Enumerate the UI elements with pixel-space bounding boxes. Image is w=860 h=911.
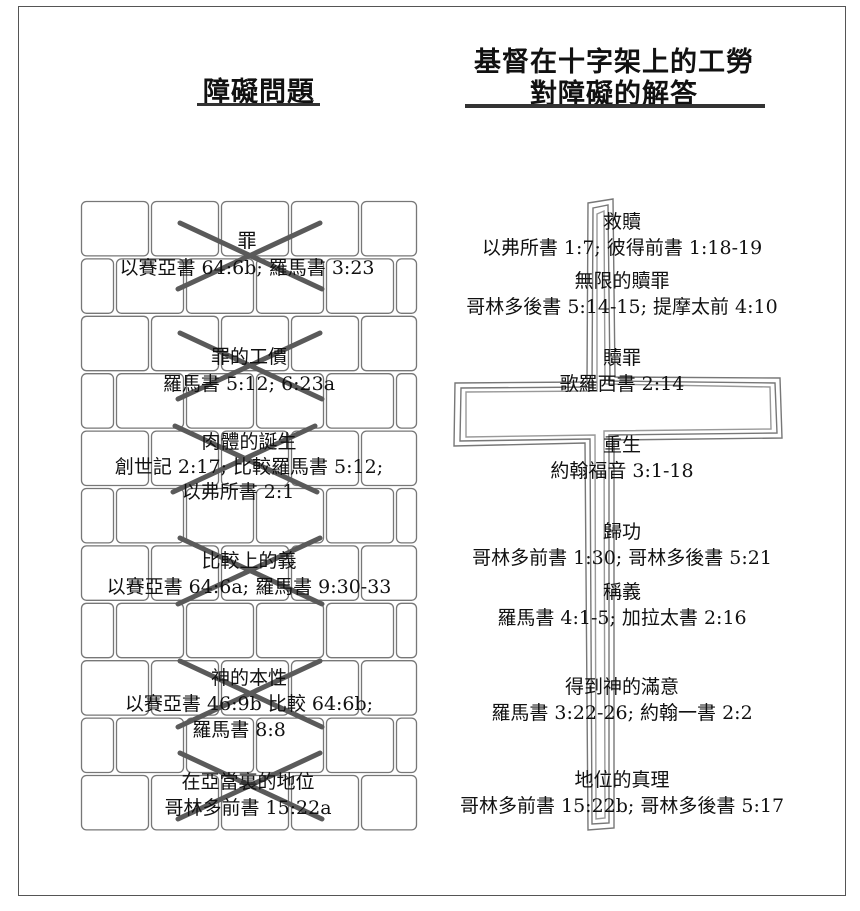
brick [80, 774, 150, 831]
brick [150, 315, 220, 372]
brick [395, 717, 418, 774]
brick [395, 602, 418, 659]
obstacle-title: 在亞當裏的地位 [181, 771, 315, 793]
answers-heading-line1: 基督在十字架上的工勞 [474, 47, 754, 78]
obstacles-heading-underline [197, 103, 320, 106]
answer-ref: 哥林多前書 1:30; 哥林多後書 5:21 [472, 547, 772, 569]
answer-title: 歸功 [602, 521, 642, 543]
answer-title: 得到神的滿意 [564, 676, 680, 698]
answer-title: 無限的贖罪 [574, 270, 670, 292]
brick [360, 545, 418, 601]
brick [80, 487, 115, 544]
brick [80, 373, 115, 429]
brick [185, 487, 255, 544]
brick [290, 660, 360, 716]
brick [360, 315, 418, 372]
answer-title: 贖罪 [602, 347, 642, 369]
answer-ref: 約翰福音 3:1-18 [550, 460, 694, 482]
brick [325, 487, 395, 544]
brick [115, 487, 185, 544]
answer-ref: 歌羅西書 2:14 [559, 373, 685, 395]
obstacle-ref: 以賽亞書 46:9b 比較 64:6b; [124, 693, 374, 715]
brick [325, 373, 395, 429]
answer-ref: 哥林多前書 15:22b; 哥林多後書 5:17 [459, 795, 785, 817]
obstacle-ref: 以弗所書 2:1 [181, 481, 295, 503]
brick [185, 602, 255, 659]
brick [255, 602, 325, 659]
cross-out-stroke [175, 330, 323, 402]
obstacle-ref: 創世記 2:17; 比較羅馬書 5:12; [114, 456, 384, 478]
brick [80, 602, 115, 659]
brick [80, 258, 115, 314]
answer-ref: 羅馬書 4:1-5; 加拉太書 2:16 [497, 607, 747, 629]
cross-out-stroke [175, 658, 323, 730]
brick [80, 200, 150, 257]
answer-ref: 羅馬書 3:22-26; 約翰一書 2:2 [491, 702, 753, 724]
obstacle-ref: 以賽亞書 64:6b; 羅馬書 3:23 [119, 257, 375, 279]
answer-title: 重生 [602, 434, 642, 456]
obstacle-ref: 哥林多前書 15:22a [164, 797, 332, 819]
brick [80, 545, 150, 601]
obstacle-title: 神的本性 [210, 667, 288, 689]
obstacle-ref: 羅馬書 5:12; 6:23a [162, 373, 336, 395]
brick [325, 717, 395, 774]
brick [395, 487, 418, 544]
brick [80, 717, 115, 774]
brick [325, 602, 395, 659]
brick [115, 602, 185, 659]
cross-drawing [453, 198, 783, 831]
brick [360, 774, 418, 831]
obstacle-ref: 羅馬書 8:8 [192, 719, 286, 741]
obstacles-heading: 障礙問題 [203, 77, 315, 108]
brick [290, 200, 360, 257]
obstacle-title: 罪的工價 [210, 346, 288, 368]
cross-out-stroke [175, 750, 323, 822]
brick [290, 545, 360, 601]
obstacle-title: 罪 [237, 230, 257, 252]
cross-out-marks [170, 220, 325, 822]
brick [80, 660, 150, 716]
obstacle-title: 肉體的誕生 [201, 431, 297, 453]
cross-out-stroke [175, 220, 323, 292]
answer-ref: 以弗所書 1:7; 彼得前書 1:18-19 [481, 237, 763, 259]
brick [255, 258, 325, 314]
brick [325, 258, 395, 314]
answer-title: 稱義 [602, 581, 642, 603]
brick [115, 717, 185, 774]
answers-heading-underline [465, 104, 765, 108]
brick [80, 315, 150, 372]
cross-out-stroke [175, 535, 323, 607]
cross-out-stroke [170, 423, 318, 495]
brick [150, 200, 220, 257]
brick [290, 430, 360, 487]
brick [360, 660, 418, 716]
brick [395, 373, 418, 429]
brick [395, 258, 418, 314]
answer-ref: 哥林多後書 5:14-15; 提摩太前 4:10 [466, 296, 778, 318]
brick [255, 487, 325, 544]
obstacle-title: 比較上的義 [201, 550, 297, 572]
brick [115, 373, 185, 429]
answer-title: 救贖 [602, 211, 642, 233]
page-frame [18, 6, 846, 896]
brick [80, 430, 150, 487]
brick [360, 200, 418, 257]
answer-title: 地位的真理 [574, 769, 670, 791]
brick [360, 430, 418, 487]
obstacle-ref: 以賽亞書 64:6a; 羅馬書 9:30-33 [106, 576, 392, 598]
